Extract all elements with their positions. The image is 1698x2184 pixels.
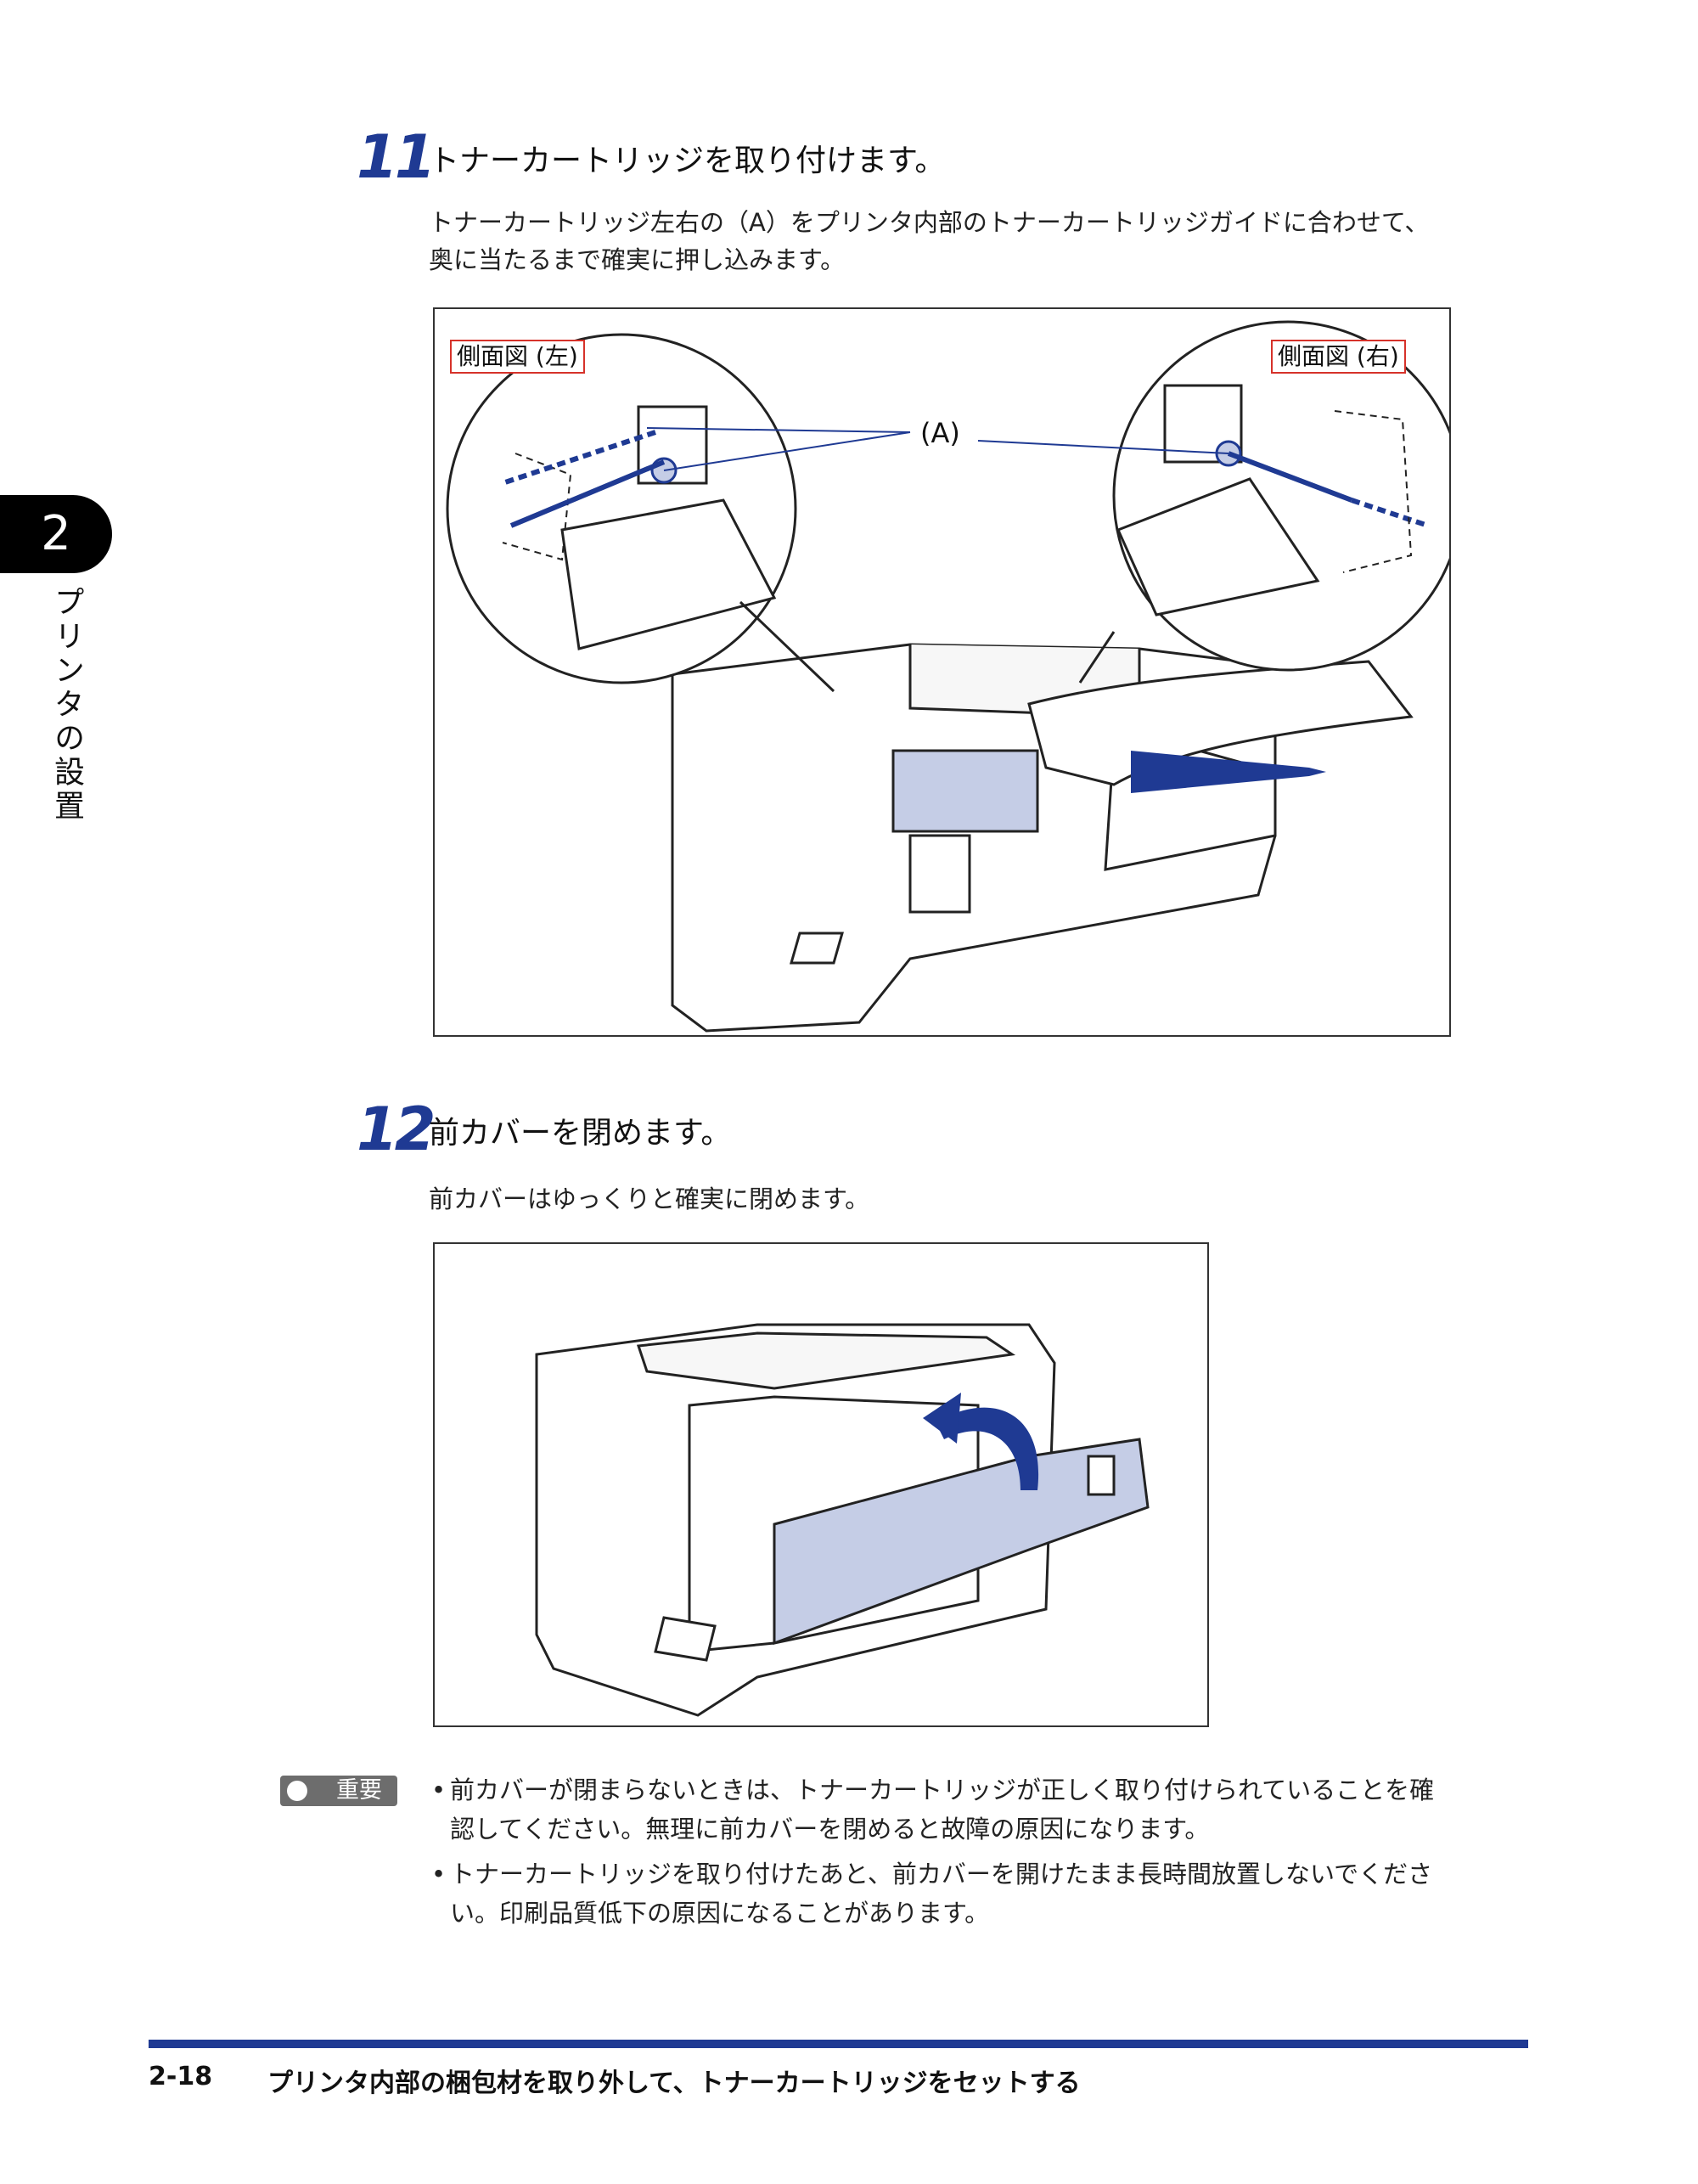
note-1-line1: 前カバーが閉まらないときは、トナーカートリッジが正しく取り付けられていることを確	[450, 1776, 1435, 1804]
magnified-right	[1112, 320, 1464, 672]
side-view-left-label: 側面図 (左)	[450, 340, 585, 374]
step-12-number: 12	[357, 1095, 436, 1164]
note-2-line2: い。印刷品質低下の原因になることがあります。	[450, 1899, 990, 1928]
step-11-number: 11	[357, 122, 436, 192]
note-2-bullet: •	[431, 1860, 447, 1888]
chapter-number: 2	[41, 506, 71, 561]
footer-section-title: プリンタ内部の梱包材を取り外して、トナーカートリッジをセットする	[267, 2069, 1081, 2098]
figure-install-toner-art	[446, 320, 1464, 1033]
page-number: 2-18	[149, 2062, 213, 2091]
important-label: 重要	[336, 1777, 382, 1804]
figure-close-cover	[433, 1242, 1209, 1727]
figure-install-toner: 側面図 (左) 側面図 (右) (A)	[433, 307, 1464, 1037]
step-12-body: 前カバーはゆっくりと確実に閉めます。	[429, 1185, 870, 1213]
note-1-line2: 認してください。無理に前カバーを閉めると故障の原因になります。	[450, 1815, 1210, 1843]
figure-close-cover-art	[535, 1323, 1150, 1717]
note-2-line1: トナーカートリッジを取り付けたあと、前カバーを開けたまま長時間放置しないでくださ	[450, 1860, 1433, 1888]
close-arrow	[936, 1407, 1039, 1490]
side-view-right-label: 側面図 (右)	[1271, 340, 1406, 374]
step-11-body-line1: トナーカートリッジ左右の（A）をプリンタ内部のトナーカートリッジガイドに合わせて…	[429, 208, 1430, 237]
printer-closed-illustration	[535, 1323, 1150, 1717]
step-12-title: 前カバーを閉めます。	[429, 1116, 732, 1151]
hand-stop-icon	[287, 1781, 307, 1801]
chapter-label: プリンタの設置	[49, 586, 84, 824]
push-arrow	[1131, 751, 1326, 793]
chapter-tab	[0, 495, 112, 573]
footer-rule	[149, 2040, 1528, 2048]
step-11-title: トナーカートリッジを取り付けます。	[429, 144, 946, 178]
step-11-body-line2: 奥に当たるまで確実に押し込みます。	[429, 245, 846, 274]
note-1-bullet: •	[431, 1776, 447, 1804]
callout-a-label: (A)	[920, 417, 960, 449]
